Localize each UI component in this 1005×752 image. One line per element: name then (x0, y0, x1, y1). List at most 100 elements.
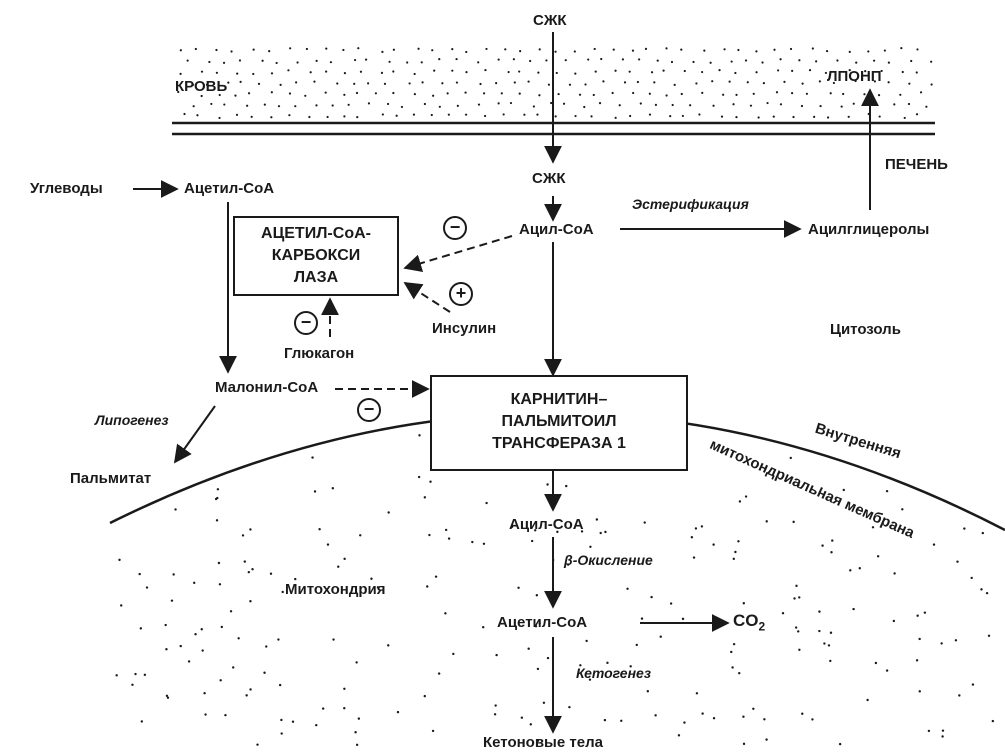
mitochondria-dot (165, 694, 169, 698)
mitochondria-dot (556, 530, 559, 534)
blood-dot (709, 61, 712, 64)
blood-dot (648, 92, 651, 95)
blood-dot (479, 82, 482, 86)
mitochondria-dot (318, 528, 321, 531)
blood-dot (665, 94, 668, 97)
mitochondria-dot (629, 665, 632, 668)
blood-dot (433, 69, 436, 72)
blood-dot (518, 92, 521, 95)
mitochondria-dot (165, 648, 168, 651)
mitochondria-dot (452, 652, 455, 656)
blood-dot (703, 49, 706, 52)
blood-dot (315, 104, 318, 107)
mitochondria-dot (418, 434, 421, 437)
blood-dot (636, 80, 639, 84)
blood-dot (324, 91, 327, 94)
blood-dot (798, 59, 801, 62)
blood-dot (578, 93, 582, 96)
blood-dot (712, 104, 715, 107)
label-lipogenesis: Липогенез (95, 412, 169, 428)
blood-dot (744, 59, 748, 62)
blood-dot (842, 92, 845, 96)
blood-dot (484, 114, 487, 118)
mitochondria-dot (849, 569, 852, 572)
acetyl-coa-carboxylase-box: АЦЕТИЛ-СоА- КАРБОКСИ ЛАЗА (233, 216, 399, 296)
mitochondria-dot (941, 735, 944, 738)
blood-dot (179, 72, 182, 75)
mitochondria-dot (797, 483, 800, 487)
mitochondria-dot (423, 694, 426, 698)
label-acylglycerols: Ацилглицеролы (808, 221, 930, 238)
mitochondria-dot (145, 586, 149, 589)
mitochondria-dot (315, 723, 318, 727)
blood-dot (848, 50, 851, 53)
mitochondria-dot (712, 543, 715, 546)
mitochondria-dot (294, 577, 297, 581)
mitochondria-dot (546, 483, 549, 486)
blood-dot (343, 72, 347, 75)
blood-dot (395, 114, 398, 117)
mitochondria-dot (343, 557, 346, 561)
blood-dot (628, 70, 631, 73)
blood-dot (762, 81, 765, 85)
mitochondria-dot (138, 572, 141, 576)
blood-dot (811, 47, 814, 50)
mitochondria-dot (280, 718, 283, 722)
mitochondria-dot (359, 534, 362, 537)
blood-dot (455, 57, 458, 61)
mitochondria-dot (732, 642, 736, 646)
blood-dot (734, 71, 737, 75)
mitochondria-dot (738, 671, 741, 675)
blood-dot (779, 58, 782, 61)
blood-dot (722, 93, 725, 96)
mitochondria-dot (237, 637, 240, 640)
blood-dot (304, 94, 307, 97)
mitochondria-dot (331, 487, 335, 490)
blood-dot (772, 115, 775, 118)
cpt-box-line3: ТРАНСФЕРАЗА 1 (492, 435, 626, 452)
blood-dot (611, 91, 614, 95)
blood-dot (359, 70, 363, 73)
blood-dot (325, 70, 328, 73)
mitochondria-dot (715, 623, 718, 627)
mitochondria-dot (247, 570, 251, 574)
mitochondria-dot (256, 743, 259, 746)
mitochondria-dot (485, 501, 488, 505)
blood-dot (573, 50, 576, 53)
blood-dot (250, 115, 253, 118)
mitochondria-dot (823, 642, 826, 645)
mitochondria-dot (568, 705, 571, 709)
blood-dot (355, 91, 359, 95)
blood-dot (523, 113, 526, 116)
blood-dot (347, 103, 350, 106)
blood-dot (235, 113, 239, 116)
mitochondria-dot (494, 704, 497, 707)
blood-dot (800, 104, 804, 108)
blood-dot (532, 105, 535, 108)
blood-dot (455, 81, 459, 84)
blood-dot (313, 80, 316, 83)
mitochondria-dot (495, 653, 498, 657)
mitochondria-dot (659, 635, 662, 638)
blood-dot (584, 83, 587, 86)
mitochondria-dot (927, 729, 931, 733)
mitochondria-dot (471, 540, 474, 544)
blood-dot (430, 113, 433, 117)
mitochondria-dot (643, 521, 646, 524)
mitochondria-dot (646, 690, 650, 693)
mitochondria-dot (216, 496, 219, 500)
blood-dot (420, 61, 423, 64)
mitochondria-dot (546, 656, 550, 660)
blood-dot (826, 116, 830, 119)
blood-dot (593, 47, 596, 51)
blood-dot (878, 115, 881, 118)
blood-dot (208, 60, 211, 64)
blood-dot (431, 49, 434, 52)
mitochondria-dot (437, 672, 441, 675)
blood-dot (829, 92, 832, 95)
blood-dot (847, 115, 850, 118)
blood-dot (790, 92, 794, 95)
mitochondria-dot (423, 496, 427, 499)
label-liver: ПЕЧЕНЬ (885, 156, 948, 173)
mitochondria-dot (311, 456, 314, 459)
